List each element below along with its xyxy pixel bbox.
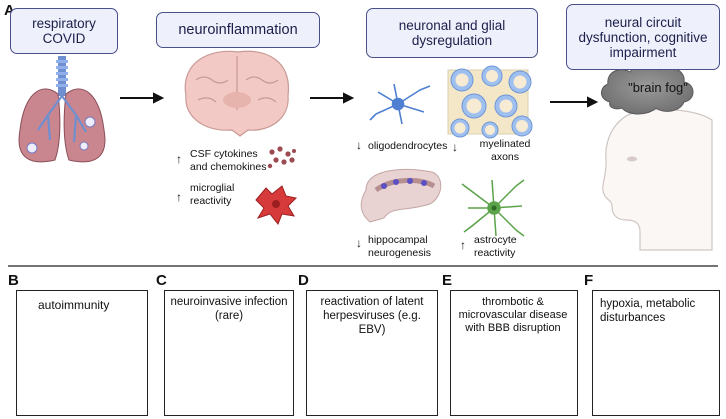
panel-f-letter: F (584, 272, 594, 289)
stage-respiratory-covid-box: respiratory COVID (10, 8, 118, 54)
stage-neuroinflammation-label: neuroinflammation (178, 22, 298, 38)
myelinated-axons-label: myelinated axons (479, 138, 531, 163)
head-profile-illustration (602, 108, 713, 251)
brain-fog-label: "brain fog" (628, 80, 688, 95)
stage-cognitive-impairment-label: neural circuit dysfunction, cognitive im… (578, 14, 708, 60)
stage-dysregulation-label: neuronal and glial dysregulation (398, 18, 506, 48)
up-arrow-cytokines: ↑ (176, 152, 182, 166)
stage-cognitive-impairment-box: neural circuit dysfunction, cognitive im… (566, 4, 720, 70)
astrocyte-label: astrocyte reactivity (474, 234, 517, 259)
microglia-label: microglial reactivity (190, 182, 235, 207)
flow-arrows (120, 92, 599, 108)
up-arrow-astrocyte: ↑ (460, 238, 466, 252)
down-arrow-myelin: ↓ (452, 140, 458, 154)
cytokines-label: CSF cytokines and chemokines (190, 148, 267, 173)
brain-fog-cloud (601, 63, 694, 115)
panel-c-letter: C (156, 272, 167, 289)
panel-a-letter: A (4, 2, 15, 19)
panel-d-letter: D (298, 272, 309, 289)
panel-c-box (164, 290, 294, 416)
panel-c-title: neuroinvasive infection (rare) (170, 296, 288, 322)
panel-f-box (592, 290, 720, 416)
panel-d-title: reactivation of latent herpesviruses (e.… (320, 296, 424, 336)
panel-e-letter: E (442, 272, 453, 289)
panel-e-box (450, 290, 578, 416)
hippocampus-illustration (360, 168, 442, 223)
oligodendrocytes-label: oligodendrocytes (368, 140, 448, 152)
cytokine-dots (267, 146, 296, 169)
astrocyte-illustration (461, 179, 525, 237)
oligodendrocyte-illustration (369, 83, 431, 125)
panel-e-title: thrombotic & microvascular disease with … (458, 296, 568, 335)
stage-respiratory-covid-label: respiratory COVID (32, 16, 96, 46)
stage-neuroinflammation-box: neuroinflammation (156, 12, 320, 48)
myelinated-axons-illustration (447, 65, 533, 139)
lungs-illustration (18, 56, 106, 163)
stage-dysregulation-box: neuronal and glial dysregulation (366, 8, 538, 58)
down-arrow-oligodendrocytes: ↓ (356, 138, 362, 152)
brain-section-illustration (184, 50, 289, 137)
panel-b-box (16, 290, 148, 416)
panel-f-title: hypoxia, metabolic disturbances (600, 298, 696, 324)
panel-b-title: autoimmunity (38, 298, 110, 312)
panel-b-letter: B (8, 272, 19, 289)
panel-d-box (306, 290, 438, 416)
down-arrow-hippocampal: ↓ (356, 236, 362, 250)
hippocampal-label: hippocampal neurogenesis (368, 234, 432, 259)
microglia-illustration (255, 185, 298, 225)
up-arrow-microglia: ↑ (176, 190, 182, 204)
